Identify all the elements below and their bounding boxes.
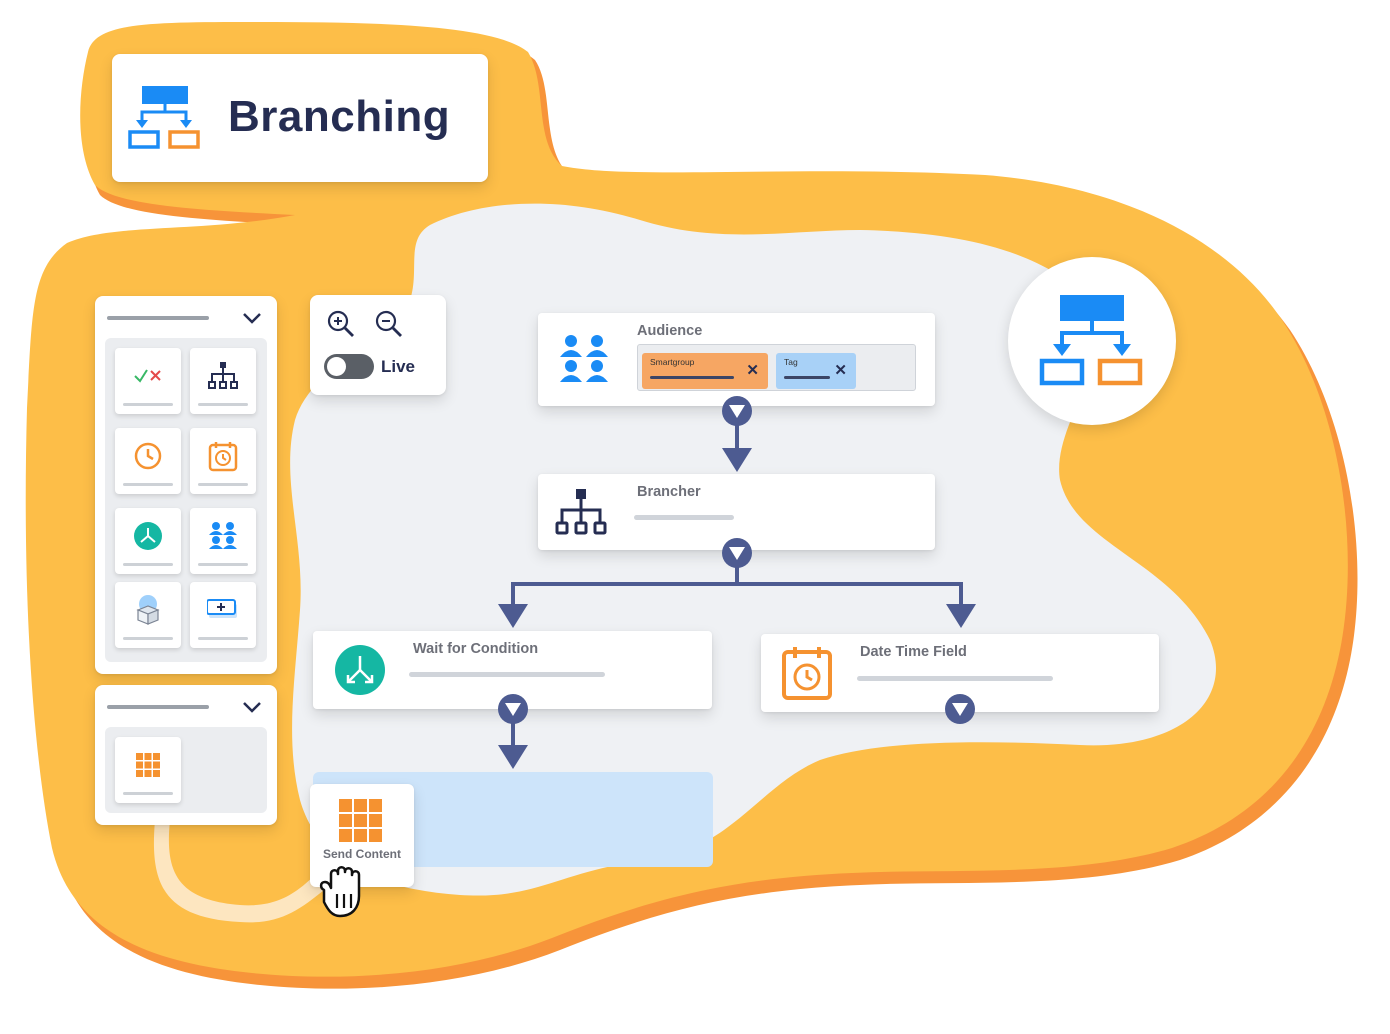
node-title: Brancher [637,484,701,500]
palette-tile-send[interactable] [115,737,181,803]
brancher-icon [555,489,607,535]
palette-tiles [105,727,267,813]
calendar-clock-icon [208,442,238,472]
palette-tile-brancher[interactable] [190,348,256,414]
remove-chip-icon[interactable]: ✕ [746,362,759,379]
brancher-icon [208,362,238,389]
node-brancher[interactable]: Brancher [538,474,935,550]
audience-icon [209,522,237,549]
node-title: Date Time Field [860,644,967,660]
palette-tile-box[interactable] [115,582,181,648]
output-handle-icon[interactable] [722,538,752,568]
chevron-down-icon[interactable] [241,310,263,326]
palette-tiles [105,338,267,662]
chip-value-placeholder [650,376,734,379]
branching-icon [128,86,200,149]
palette-tile-content[interactable] [190,582,256,648]
chip-label: Tag [784,357,798,367]
grab-cursor-icon [319,866,361,918]
remove-chip-icon[interactable]: ✕ [834,362,847,379]
panel-title-placeholder [107,316,209,320]
grid-icon [339,799,382,842]
check-cross-icon [134,369,161,383]
clock-icon [134,442,162,470]
palette-tile-date[interactable] [190,428,256,494]
arrow-head [498,745,528,769]
add-content-icon [207,599,237,618]
arrow-head [946,604,976,628]
send-content-label: Send Content [323,847,401,861]
wait-condition-icon [134,522,162,550]
panel-title-placeholder [107,705,209,709]
branching-icon [1039,295,1143,386]
zoom-controls: Live [310,295,446,395]
node-subtitle-placeholder [634,515,734,520]
audience-icon [560,335,608,382]
drag-trail [153,820,330,923]
palette-tile-audience[interactable] [190,508,256,574]
chip-label: Smartgroup [650,357,695,367]
output-handle-icon[interactable] [722,396,752,426]
palette-panel-content [95,685,277,825]
palette-panel-blocks [95,296,277,674]
filter-chip-tag[interactable]: Tag ✕ [776,353,856,389]
palette-tile-wait[interactable] [115,428,181,494]
node-audience[interactable]: Audience Smartgroup ✕ Tag ✕ [538,313,935,406]
zoom-out-icon[interactable] [374,309,404,339]
box-icon [136,595,160,625]
node-subtitle-placeholder [409,672,605,677]
arrow-head [498,604,528,628]
page-title: Branching [228,92,451,141]
live-label: Live [381,357,416,376]
live-toggle[interactable] [324,354,374,379]
node-subtitle-placeholder [857,676,1053,681]
zoom-in-icon[interactable] [326,309,356,339]
chevron-down-icon[interactable] [241,699,263,715]
filter-chip-smartgroup[interactable]: Smartgroup ✕ [642,353,768,389]
wait-condition-icon [335,645,385,695]
audience-filter-field[interactable]: Smartgroup ✕ Tag ✕ [637,344,916,391]
node-title: Audience [637,323,703,339]
grid-icon [136,753,160,777]
output-handle-icon[interactable] [945,694,975,724]
branching-badge [1008,257,1176,425]
calendar-clock-icon [782,647,832,700]
arrow-head [722,448,752,472]
title-card: Branching [112,54,488,182]
palette-tile-condition[interactable] [115,508,181,574]
output-handle-icon[interactable] [498,694,528,724]
palette-tile-check[interactable] [115,348,181,414]
chip-value-placeholder [784,376,830,379]
dragged-send-content-tile[interactable]: Send Content [310,784,414,887]
node-title: Wait for Condition [413,641,539,657]
